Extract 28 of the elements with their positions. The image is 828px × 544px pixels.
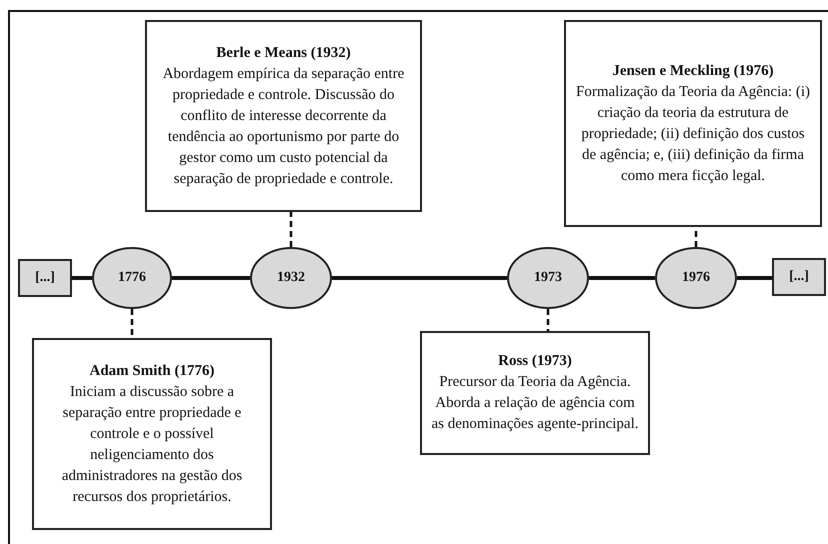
box-description: Formalização da Teoria da Agência: (i) criação da teoria da estrutura de propriedade; (ii) definição dos custos de agência; e, (iii) definição da firma como mera ficção legal. [575,82,811,186]
ellipsis-text: [...] [35,270,55,286]
ellipsis-text: [...] [789,269,809,285]
timeline-line [332,276,507,280]
box-description: Iniciam a discussão sobre a separação entre propriedade e controle e o possível neligenciamento dos administradores na gestão dos recursos dos proprietários. [60,382,244,506]
dashed-connector [290,212,292,247]
year-label: 1976 [682,270,710,286]
timeline-line [737,276,772,280]
year-label: 1973 [534,270,562,286]
timeline-line [172,276,250,280]
ellipsis-box [18,259,72,297]
dashed-connector [546,309,550,331]
description-box [32,338,272,530]
box-heading: Berle e Means (1932) [216,44,351,62]
ellipsis-box [772,258,826,296]
dashed-connector [130,309,134,338]
box-description: Precursor da Teoria da Agência. Aborda a relação de agência com as denominações agente-principal. [430,373,640,434]
timeline-line [72,276,92,280]
year-label: 1776 [118,270,146,286]
box-heading: Ross (1973) [498,352,572,371]
box-heading: Adam Smith (1776) [89,362,214,380]
description-box [145,20,422,212]
timeline-line [589,276,655,280]
box-description: Abordagem empírica da separação entre propriedade e controle. Discussão do conflito de interesse decorrente da tendência ao oportunismo por parte do gestor como um custo potencial da separação de propriedade e controle. [162,64,406,188]
description-box [420,331,650,455]
description-box [564,20,822,227]
box-heading: Jensen e Meckling (1976) [612,62,774,80]
year-label: 1932 [277,270,305,286]
